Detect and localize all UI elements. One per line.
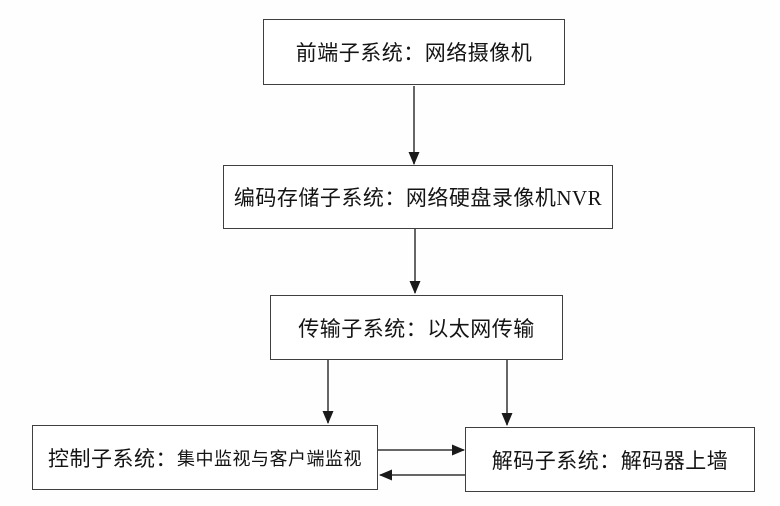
node-decoding-label: 解码子系统：解码器上墙 [491, 448, 729, 473]
node-frontend-label: 前端子系统：网络摄像机 [295, 41, 533, 65]
node-encoding-storage-subsystem: 编码存储子系统：网络硬盘录像机NVR [223, 165, 613, 229]
node-transmission-subsystem: 传输子系统：以太网传输 [270, 295, 563, 360]
node-decoding-subsystem: 解码子系统：解码器上墙 [465, 427, 755, 492]
node-control-subsystem: 控制子系统：集中监视与客户端监视 [32, 425, 378, 490]
node-encoding-storage-label: 编码存储子系统：网络硬盘录像机NVR [233, 186, 603, 210]
node-control-label-main: 控制子系统： [48, 446, 177, 471]
node-transmission-label: 传输子系统：以太网传输 [298, 316, 535, 341]
node-control-label-detail: 集中监视与客户端监视 [177, 448, 362, 469]
node-frontend-subsystem: 前端子系统：网络摄像机 [263, 19, 565, 85]
